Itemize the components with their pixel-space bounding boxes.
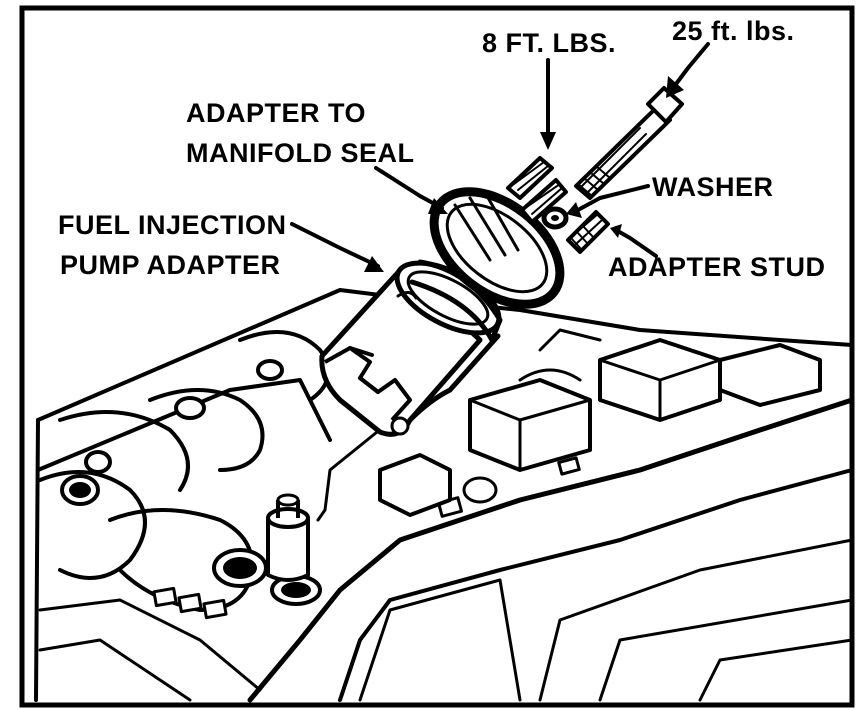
label-pump-adapter: PUMP ADAPTER — [60, 250, 281, 280]
diagram-labels: 8 FT. LBS. 25 ft. lbs. ADAPTER TO MANIFO… — [58, 16, 826, 282]
label-fuel-injection: FUEL INJECTION — [58, 210, 287, 240]
label-washer: WASHER — [652, 172, 774, 202]
installation-guide-line — [316, 426, 384, 522]
label-8-ft-lbs: 8 FT. LBS. — [482, 28, 616, 58]
label-manifold-seal: MANIFOLD SEAL — [186, 138, 415, 168]
fuel-injection-pump-adapter — [319, 259, 503, 437]
label-25-ft-lbs: 25 ft. lbs. — [672, 16, 795, 46]
leader-arrows — [290, 42, 710, 272]
figure-frame — [19, 5, 855, 708]
intake-manifold — [34, 288, 855, 703]
label-adapter-to: ADAPTER TO — [186, 98, 366, 128]
adapter-bolts — [506, 86, 684, 254]
label-adapter-stud: ADAPTER STUD — [608, 252, 826, 282]
